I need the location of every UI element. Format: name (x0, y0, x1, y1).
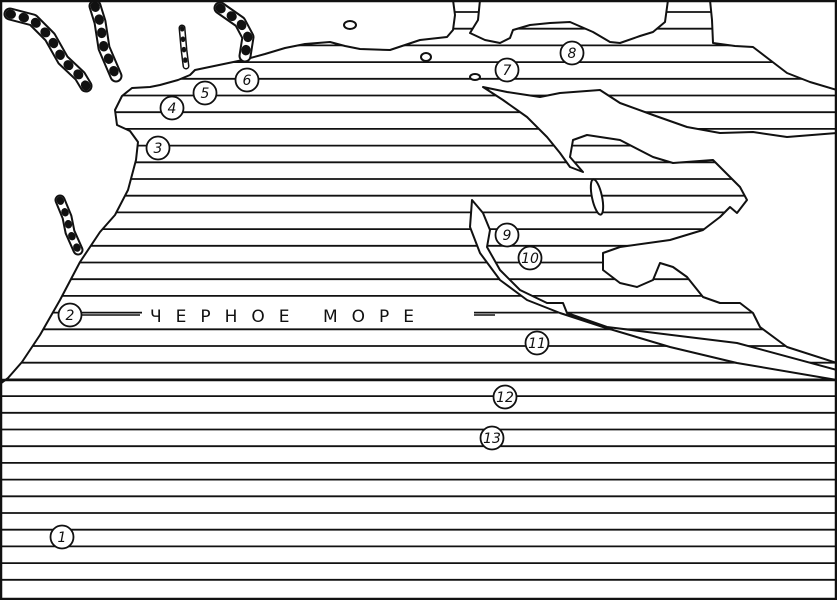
river-4 (213, 1, 255, 63)
river-1 (3, 7, 93, 93)
marker-circle (159, 95, 185, 121)
river-3 (178, 24, 190, 70)
marker-11: 11 (524, 330, 550, 356)
marker-label: 5 (201, 86, 210, 102)
marker-label: 8 (568, 46, 577, 62)
land-northeast (709, 0, 837, 91)
marker-circle (479, 425, 505, 451)
marker-label: 2 (66, 308, 75, 324)
marker-label: 4 (168, 101, 177, 117)
marker-2: 2 (57, 302, 83, 328)
marker-circle (494, 222, 520, 248)
marker-label: 13 (483, 431, 501, 447)
marker-label: 12 (496, 390, 514, 406)
marker-circle (192, 80, 218, 106)
long-spit (469, 199, 837, 381)
marker-circle (524, 330, 550, 356)
marker-label: 6 (243, 73, 252, 89)
marker-circle (517, 245, 543, 271)
lagoon-west (54, 194, 84, 256)
islet (589, 178, 605, 216)
islet-small-3 (469, 73, 481, 81)
islet-small-1 (343, 20, 357, 30)
marker-1: 1 (49, 524, 75, 550)
marker-label: 9 (503, 228, 512, 244)
land-north-central (469, 0, 669, 44)
sea-label: ЧЕРНОЕ МОРЕ (82, 302, 495, 328)
marker-5: 5 (192, 80, 218, 106)
marker-label: 11 (528, 336, 546, 352)
land-west-north (0, 0, 456, 385)
marker-circle (559, 40, 585, 66)
marker-label: 3 (154, 141, 163, 157)
marker-9: 9 (494, 222, 520, 248)
marker-circle (57, 302, 83, 328)
marker-label: 10 (521, 251, 539, 267)
marker-label: 1 (58, 530, 67, 546)
marker-4: 4 (159, 95, 185, 121)
marker-3: 3 (145, 135, 171, 161)
sea-label-text: ЧЕРНОЕ МОРЕ (150, 307, 428, 327)
rivers (3, 0, 255, 256)
marker-6: 6 (234, 67, 260, 93)
marker-circle (494, 57, 520, 83)
marker-circle (492, 384, 518, 410)
marker-8: 8 (559, 40, 585, 66)
river-2 (88, 0, 123, 83)
marker-circle (49, 524, 75, 550)
marker-12: 12 (492, 384, 518, 410)
land-east-peninsula (482, 86, 837, 364)
islet-small-2 (420, 52, 432, 62)
marker-label: 7 (503, 63, 512, 79)
marker-circle (234, 67, 260, 93)
marker-13: 13 (479, 425, 505, 451)
marker-10: 10 (517, 245, 543, 271)
marker-7: 7 (494, 57, 520, 83)
marker-circle (145, 135, 171, 161)
